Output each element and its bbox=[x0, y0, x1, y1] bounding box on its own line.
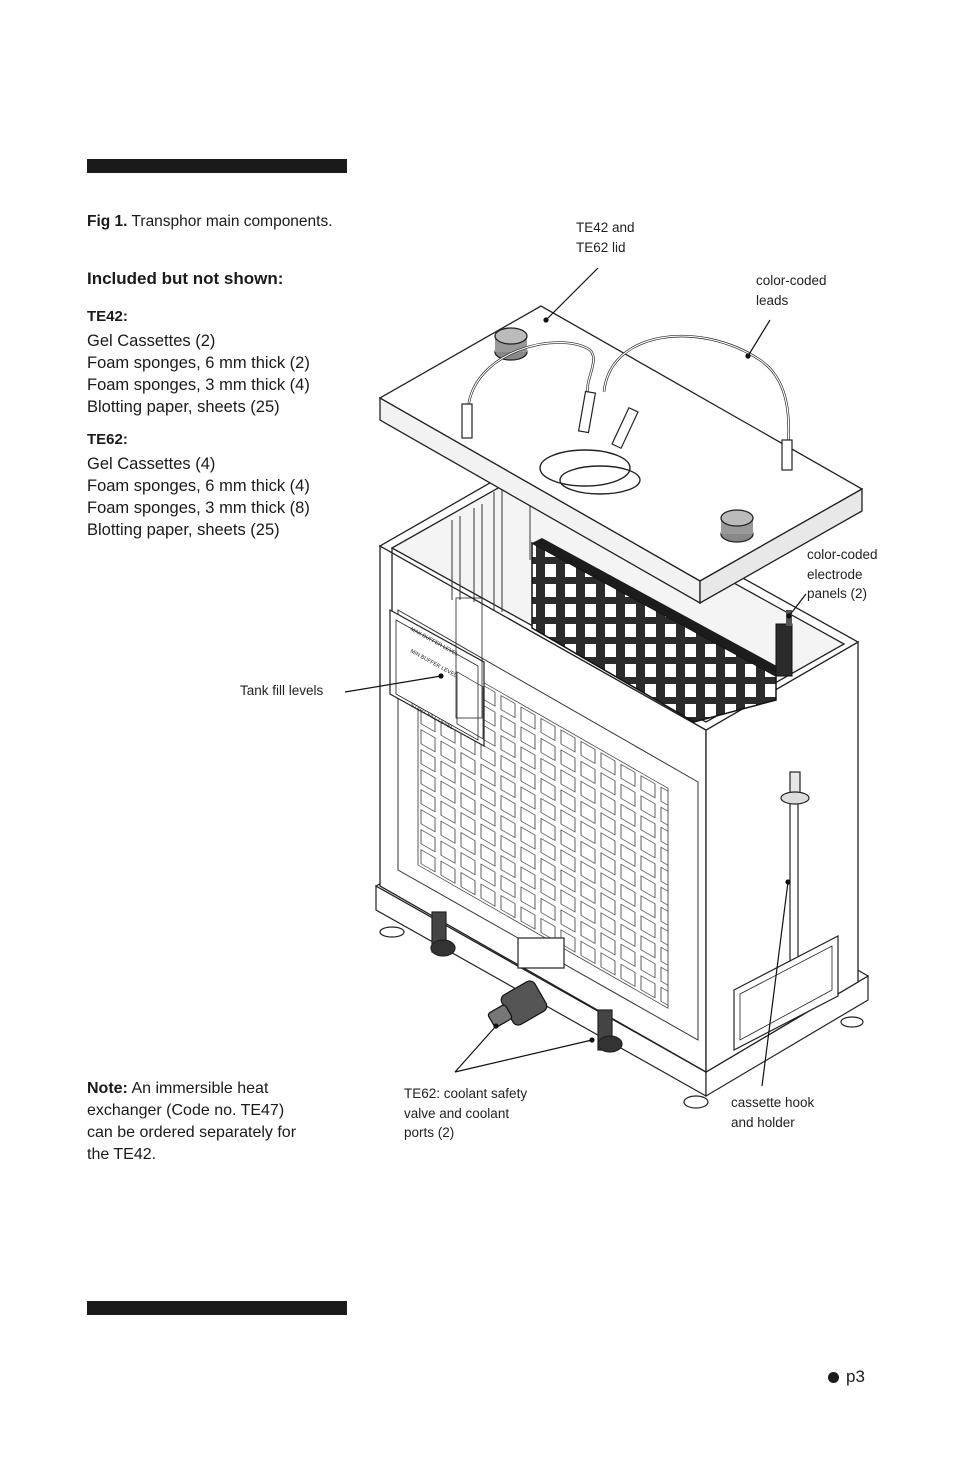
figure-caption-text: Transphor main components. bbox=[127, 213, 333, 230]
callout-electrode: color-coded electrode panels (2) bbox=[807, 545, 878, 604]
footer-rule bbox=[87, 1301, 347, 1315]
list-item: Foam sponges, 3 mm thick (8) bbox=[87, 499, 310, 517]
callout-line: TE42 and bbox=[576, 220, 635, 235]
te42-list: TE42: Gel Cassettes (2) Foam sponges, 6 … bbox=[87, 306, 310, 418]
te42-title: TE42: bbox=[87, 308, 128, 325]
callout-line: valve and coolant bbox=[404, 1105, 510, 1121]
coolant-ports bbox=[430, 911, 623, 1053]
note: Note: An immersible heat exchanger (Code… bbox=[87, 1078, 297, 1166]
callout-lines bbox=[344, 267, 807, 1087]
list-item: Blotting paper, sheets (25) bbox=[87, 398, 280, 416]
callout-line: color-coded bbox=[807, 547, 878, 562]
callout-fill-levels: Tank fill levels bbox=[240, 683, 324, 698]
fill-level-card: MAX BUFFER LEVEL MIN BUFFER LEVEL START … bbox=[389, 597, 485, 748]
figure-caption-label: Fig 1. bbox=[87, 213, 128, 230]
callout-line: electrode bbox=[807, 566, 863, 582]
included-heading: Included but not shown: bbox=[87, 269, 284, 288]
callout-line: cassette hook bbox=[731, 1095, 815, 1110]
list-item: Gel Cassettes (2) bbox=[87, 332, 216, 350]
list-item: Foam sponges, 6 mm thick (2) bbox=[87, 354, 310, 372]
callout-coolant: TE62: coolant safety valve and coolant p… bbox=[404, 1084, 527, 1143]
list-item: Blotting paper, sheets (25) bbox=[87, 521, 280, 539]
safety-valve bbox=[487, 980, 548, 1028]
note-text: An immersible heat exchanger (Code no. T… bbox=[87, 1080, 297, 1163]
callout-line: TE62: coolant safety bbox=[404, 1086, 528, 1101]
cassette-slots bbox=[451, 488, 503, 612]
callout-leads: color-coded leads bbox=[756, 271, 827, 310]
bullet-icon bbox=[828, 1371, 839, 1383]
callout-hook: cassette hook and holder bbox=[731, 1093, 814, 1132]
callout-line: and holder bbox=[731, 1114, 795, 1130]
note-label: Note: bbox=[87, 1080, 128, 1097]
te62-title: TE62: bbox=[87, 431, 128, 448]
callout-lid: TE42 and TE62 lid bbox=[576, 218, 635, 257]
te62-list: TE62: Gel Cassettes (4) Foam sponges, 6 … bbox=[87, 429, 310, 541]
list-item: Gel Cassettes (4) bbox=[87, 455, 216, 473]
callout-line: ports (2) bbox=[404, 1125, 455, 1140]
header-rule bbox=[87, 159, 347, 173]
callout-line: color-coded bbox=[756, 273, 827, 288]
page-number-text: p3 bbox=[846, 1367, 865, 1386]
callout-line: panels (2) bbox=[807, 586, 868, 601]
callout-line: TE62 lid bbox=[576, 239, 626, 255]
callout-line: leads bbox=[756, 292, 789, 308]
colored-leads bbox=[461, 334, 793, 495]
cassette-hook bbox=[733, 771, 839, 1051]
list-item: Foam sponges, 3 mm thick (4) bbox=[87, 376, 310, 394]
page-number: p3 bbox=[828, 1367, 865, 1387]
list-item: Foam sponges, 6 mm thick (4) bbox=[87, 477, 310, 495]
figure-caption: Fig 1. Transphor main components. bbox=[87, 213, 333, 231]
